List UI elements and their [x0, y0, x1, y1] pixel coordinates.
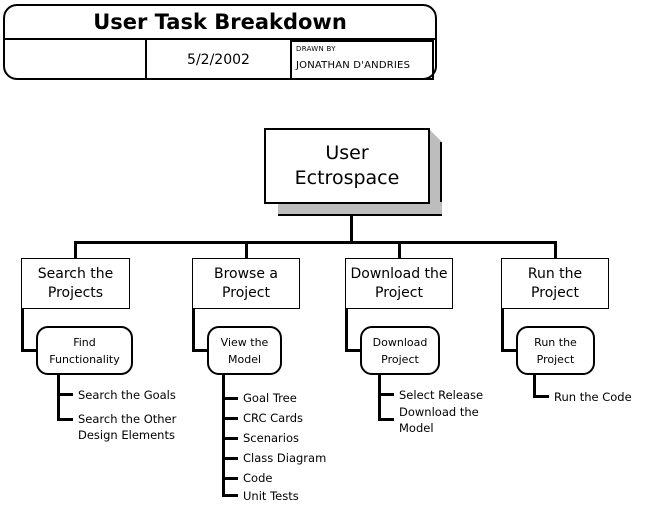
page-title: User Task Breakdown [93, 10, 347, 34]
branch-0-label-line2: Projects [47, 284, 104, 301]
drawn-by-label: DRAWN BY [296, 45, 336, 53]
date-value: 5/2/2002 [187, 52, 250, 68]
connector-subnode-2-leaf-0 [378, 393, 394, 396]
connector-subnode-3-spine [533, 375, 536, 398]
connector-drop-branch-3 [554, 241, 557, 259]
connector-subnode-2-spine [378, 375, 381, 421]
root-node-user-ectrospace[interactable]: User Ectrospace [264, 128, 442, 216]
leaf-goal-tree[interactable]: Goal Tree [243, 391, 297, 405]
connector-branch-0-down [21, 309, 24, 352]
title-drawn-by-cell: DRAWN BY JONATHAN D'ANDRIES [290, 40, 434, 80]
subnode-0-label-line1: Find [73, 335, 96, 349]
branch-1-label-line2: Project [222, 284, 270, 301]
subnode-view-the-model[interactable]: View the Model [207, 326, 282, 375]
leaf-code[interactable]: Code [243, 471, 273, 485]
connector-subnode-3-leaf-0 [533, 395, 549, 398]
subnode-download-project[interactable]: Download Project [360, 326, 440, 375]
connector-branch-1-to-sub [192, 349, 210, 352]
leaf-download-the-model[interactable]: Download the Model [399, 405, 479, 435]
leaf-search-the-other-design-elements[interactable]: Search the Other Design Elements [78, 412, 177, 442]
branch-3-label-line2: Project [531, 284, 579, 301]
connector-horizontal-bus [74, 241, 557, 244]
leaf-class-diagram[interactable]: Class Diagram [243, 451, 327, 465]
branch-2-label-line1: Download the [350, 265, 448, 282]
subnode-run-the-project[interactable]: Run the Project [516, 326, 595, 375]
leaf-select-release[interactable]: Select Release [399, 388, 484, 402]
title-blank-cell [5, 40, 147, 80]
connector-subnode-1-leaf-0 [222, 397, 238, 400]
root-shadow-bevel [428, 128, 442, 142]
branch-box-download-the-project[interactable]: Download the Project [345, 258, 453, 309]
subnode-2-label-line2: Project [381, 352, 419, 366]
root-label-line1: User [325, 142, 369, 164]
connector-subnode-0-spine [57, 375, 60, 421]
connector-drop-branch-1 [245, 241, 248, 259]
connector-subnode-1-leaf-3 [222, 457, 238, 460]
connector-subnode-1-leaf-1 [222, 417, 238, 420]
connector-branch-0-to-sub [21, 349, 39, 352]
branch-box-run-the-project[interactable]: Run the Project [501, 258, 609, 309]
root-shadow-side [428, 142, 442, 202]
connector-branch-3-down [501, 309, 504, 352]
subnode-find-functionality[interactable]: Find Functionality [36, 326, 133, 375]
branch-0-label-line1: Search the [37, 265, 114, 282]
subnode-3-label-line1: Run the [534, 335, 577, 349]
subnode-0-label-line2: Functionality [49, 352, 120, 366]
connector-subnode-0-leaf-1 [57, 418, 73, 421]
connector-root-vertical [350, 216, 353, 244]
leaf-search-the-goals[interactable]: Search the Goals [78, 388, 176, 402]
title-info-row: 5/2/2002 DRAWN BY JONATHAN D'ANDRIES [5, 40, 435, 80]
branch-box-browse-a-project[interactable]: Browse a Project [192, 258, 300, 309]
connector-subnode-2-leaf-1 [378, 418, 394, 421]
leaf-crc-cards[interactable]: CRC Cards [243, 411, 304, 425]
connector-branch-2-down [345, 309, 348, 352]
connector-subnode-1-leaf-2 [222, 437, 238, 440]
subnode-1-label-line2: Model [227, 352, 262, 366]
branch-box-search-the-projects[interactable]: Search the Projects [21, 258, 130, 309]
connector-branch-1-down [192, 309, 195, 352]
title-block: User Task Breakdown 5/2/2002 DRAWN BY JO… [3, 4, 437, 80]
root-shadow-bottom [278, 202, 442, 216]
connector-branch-2-to-sub [345, 349, 363, 352]
drawn-by-name: JONATHAN D'ANDRIES [296, 60, 411, 71]
leaf-run-the-code[interactable]: Run the Code [554, 390, 632, 404]
connector-subnode-1-leaf-5 [222, 494, 238, 497]
connector-subnode-1-leaf-4 [222, 477, 238, 480]
branch-2-label-line2: Project [375, 284, 423, 301]
connector-branch-3-to-sub [501, 349, 519, 352]
title-date-cell: 5/2/2002 [147, 40, 290, 80]
subnode-2-label-line1: Download [372, 335, 428, 349]
root-node-face: User Ectrospace [264, 128, 430, 204]
leaf-unit-tests[interactable]: Unit Tests [243, 489, 299, 503]
title-heading-cell: User Task Breakdown [5, 6, 435, 40]
subnode-1-label-line1: View the [220, 335, 269, 349]
branch-1-label-line1: Browse a [213, 265, 278, 282]
leaf-scenarios[interactable]: Scenarios [243, 431, 299, 445]
subnode-3-label-line2: Project [536, 352, 575, 366]
connector-drop-branch-0 [74, 241, 77, 259]
connector-subnode-1-spine [222, 375, 225, 495]
connector-subnode-0-leaf-0 [57, 393, 73, 396]
root-label-line2: Ectrospace [294, 167, 400, 189]
connector-drop-branch-2 [398, 241, 401, 259]
branch-3-label-line1: Run the [527, 265, 583, 282]
